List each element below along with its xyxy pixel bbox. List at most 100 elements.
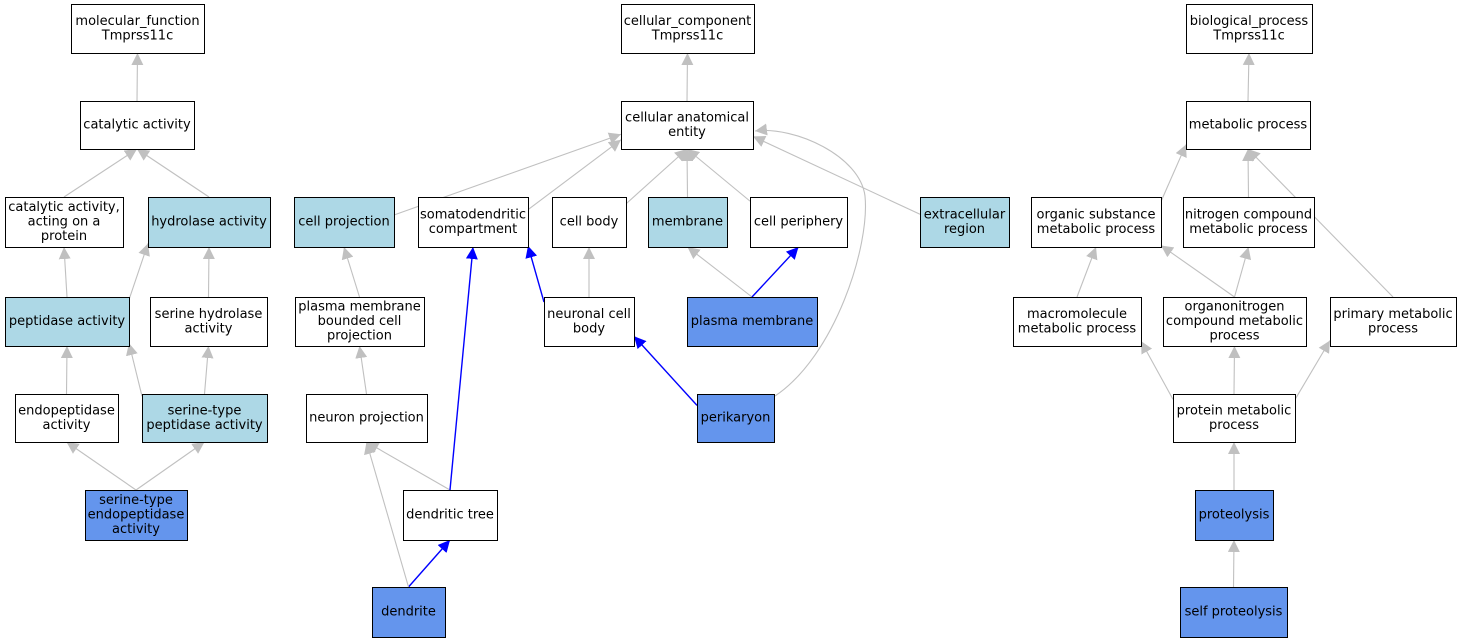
edge-nitro-to-metab <box>1242 148 1255 198</box>
edge-cellbody-to-cae <box>625 148 688 205</box>
node-box <box>1031 197 1162 248</box>
edge-perik-to-neurbody <box>633 335 698 406</box>
node-label-line: extracellular <box>924 207 1006 222</box>
node-label-line: body <box>573 321 605 336</box>
node-label-line: catalytic activity <box>83 118 191 133</box>
node-label-line: hydrolase activity <box>151 215 267 230</box>
edge-orgnitro-to-orgsub <box>1160 245 1235 298</box>
node-pep: peptidase activity <box>5 297 130 347</box>
edge-dendrite-to-dtree <box>407 539 451 588</box>
node-box <box>1183 197 1315 248</box>
node-label-line: activity <box>185 321 233 336</box>
edge-cae-to-cc <box>681 52 694 102</box>
node-label-line: somatodendritic <box>420 207 526 222</box>
edge-primary-to-metab <box>1247 148 1394 298</box>
node-label-line: primary metabolic <box>1333 307 1452 322</box>
edge-serendo-to-endo <box>66 441 137 491</box>
edge-endo-to-pep <box>60 345 73 395</box>
node-label-line: metabolic process <box>1189 118 1308 133</box>
node-label-line: acting on a <box>28 215 101 230</box>
node-label-line: cellular anatomical <box>625 110 749 125</box>
node-label-line: projection <box>327 329 392 344</box>
node-box <box>1186 101 1311 150</box>
edge-pep-to-catprot <box>58 246 71 298</box>
node-plasmamem: plasma membrane <box>687 297 818 347</box>
edge-dtree-to-neurproj <box>366 441 451 491</box>
edge-metab-to-bp <box>1242 52 1255 102</box>
node-label-line: peptidase activity <box>146 418 263 433</box>
edge-periph-to-cae <box>686 148 751 202</box>
node-cat: catalytic activity <box>80 101 195 150</box>
node-label-line: dendrite <box>381 605 436 620</box>
edge-sertype-to-serhyd <box>201 345 214 395</box>
node-box <box>687 297 818 347</box>
edge-sertype-to-pep <box>126 343 143 397</box>
edge-pep-to-hydro <box>128 243 150 300</box>
edge-soma-to-cae <box>527 139 622 211</box>
node-box <box>71 4 205 54</box>
node-box <box>403 490 498 541</box>
node-label-line: process <box>1368 321 1418 336</box>
node-selfprot: self proteolysis <box>1180 587 1288 638</box>
node-label-line: Tmprss11c <box>651 28 723 43</box>
node-cellproj: cell projection <box>294 197 395 248</box>
node-proteo: proteolysis <box>1195 490 1274 541</box>
node-box <box>85 490 188 541</box>
node-label-line: cell projection <box>298 215 389 230</box>
node-label-line: macromolecule <box>1027 307 1127 322</box>
node-box <box>80 101 195 150</box>
node-box <box>150 297 268 347</box>
node-label-line: proteolysis <box>1199 508 1270 523</box>
edge-extra-to-cae <box>752 135 921 215</box>
node-box <box>418 197 529 248</box>
node-box <box>1330 297 1457 347</box>
node-box <box>5 197 124 248</box>
edge-orgnitro-to-nitro <box>1233 246 1252 298</box>
node-label-line: peptidase activity <box>9 314 126 329</box>
node-box <box>750 197 848 248</box>
edge-dendrite-to-neurproj <box>364 441 410 588</box>
node-label-line: self proteolysis <box>1185 605 1283 620</box>
node-label-line: metabolic process <box>1037 222 1156 237</box>
node-label-line: protein <box>41 229 87 244</box>
edge-neurbody-to-soma <box>525 245 545 303</box>
node-label-line: organonitrogen <box>1185 300 1285 315</box>
edge-orgsub-to-metab <box>1160 144 1187 202</box>
edge-protmet-to-orgnitro <box>1228 345 1241 395</box>
node-box <box>15 394 119 443</box>
edges-layer <box>58 52 1394 588</box>
node-dendrite: dendrite <box>372 587 446 638</box>
node-label-line: serine-type <box>99 493 173 508</box>
edge-plasmamem-to-membrane <box>687 246 753 298</box>
node-box <box>142 394 268 443</box>
node-label-line: plasma membrane <box>298 300 421 315</box>
node-label-line: process <box>1210 329 1260 344</box>
node-box <box>920 197 1010 248</box>
node-box <box>1163 297 1307 347</box>
node-label-line: cell periphery <box>754 215 844 230</box>
edge-perik-to-cae <box>754 123 867 397</box>
node-label-line: endopeptidase <box>88 508 185 523</box>
node-box <box>552 197 627 248</box>
edge-hydro-to-cat <box>136 148 210 198</box>
node-label-line: protein metabolic <box>1177 403 1292 418</box>
node-label-line: dendritic tree <box>406 508 494 523</box>
edge-neurproj-to-pmbcp <box>355 345 368 395</box>
node-label-line: neuron projection <box>309 411 424 426</box>
node-label-line: perikaryon <box>701 411 771 426</box>
node-label-line: organic substance <box>1037 207 1156 222</box>
